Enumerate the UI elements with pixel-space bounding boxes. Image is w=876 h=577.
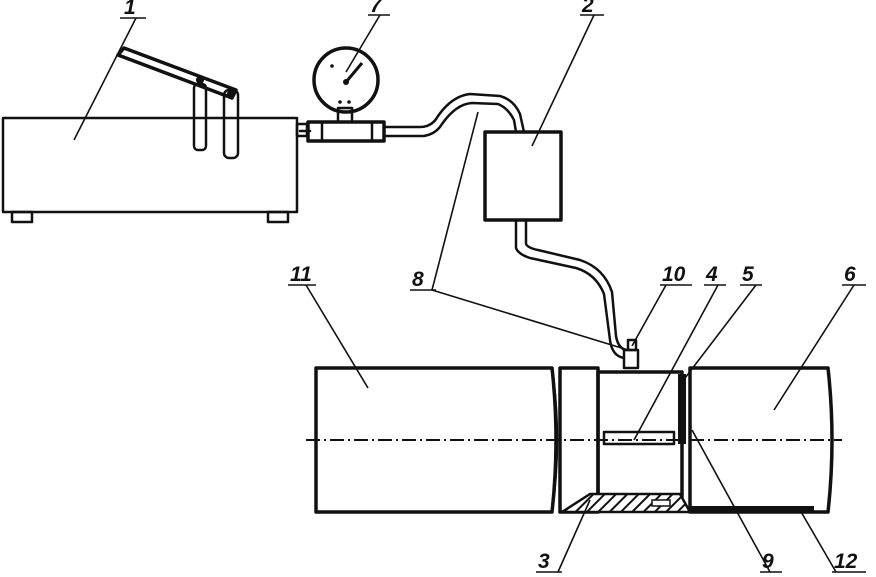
label-part-9: 9 <box>762 550 774 573</box>
label-part-5: 5 <box>742 263 754 286</box>
label-pipe-left: 11 <box>290 263 312 286</box>
label-tank: 2 <box>581 0 594 17</box>
pump-handle-pivot <box>196 76 204 84</box>
tank <box>483 130 563 222</box>
coupling-seal <box>602 430 676 446</box>
pump-foot-left <box>10 210 34 224</box>
hose-lower <box>514 220 628 360</box>
pump-foot-right <box>266 210 290 224</box>
gauge-dial <box>312 46 380 114</box>
base-plate <box>690 506 814 512</box>
label-part-3: 3 <box>538 550 550 573</box>
leader-lines <box>73 14 866 573</box>
gauge-needle <box>344 62 364 83</box>
fitting <box>622 338 640 370</box>
pressure-gauge <box>298 46 386 143</box>
hose-upper <box>382 92 526 138</box>
coupling-ring <box>678 374 686 444</box>
gauge-stem <box>336 106 354 124</box>
label-hose: 8 <box>412 268 424 291</box>
pump-handle <box>116 46 238 100</box>
coupling-chamber <box>596 370 684 502</box>
label-fitting: 10 <box>662 263 686 286</box>
label-part-4: 4 <box>705 263 718 286</box>
pump-handle-joint <box>227 90 235 98</box>
label-part-6: 6 <box>844 263 856 286</box>
pump <box>1 46 309 224</box>
pipe-right <box>688 366 834 514</box>
tank-body <box>483 130 563 222</box>
label-pump: 1 <box>124 0 136 19</box>
hatched-insert <box>557 492 693 514</box>
pump-body <box>1 116 299 214</box>
pump-cylinder-right <box>222 88 240 160</box>
label-part-12: 12 <box>834 550 858 573</box>
label-gauge: 7 <box>370 0 383 17</box>
